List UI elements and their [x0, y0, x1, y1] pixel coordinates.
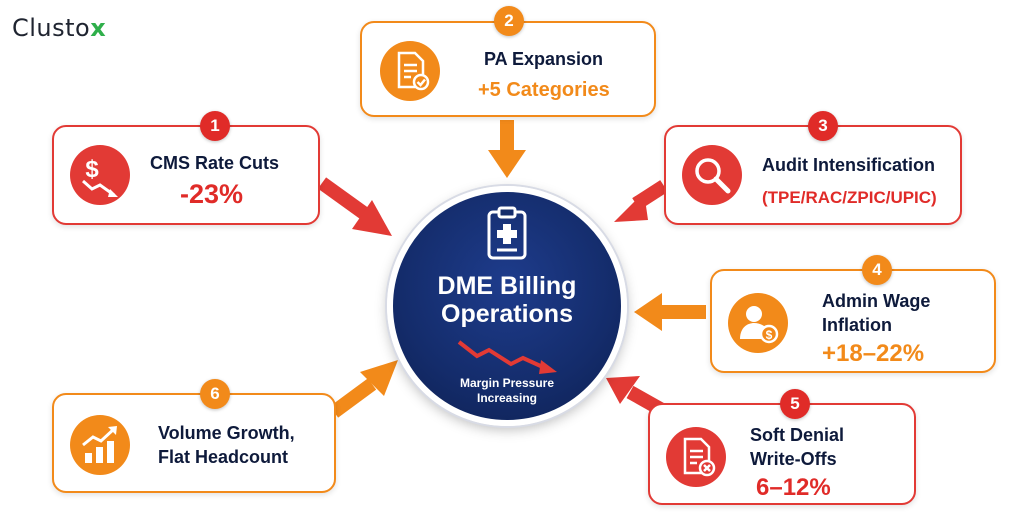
arrow-factor-6	[329, 360, 398, 418]
magnifier-icon	[682, 145, 742, 205]
factor-5-badge: 5	[780, 389, 810, 419]
factor-card-5: Soft Denial Write-Offs 6–12%	[648, 403, 916, 505]
hub-subtitle-line1: Margin Pressure	[459, 376, 555, 390]
factor-4-label-line1: Admin Wage	[822, 291, 931, 311]
factor-5-label-line2: Write-Offs	[750, 449, 837, 469]
factor-6-label-line2: Flat Headcount	[158, 447, 289, 467]
clipboard-medical-icon	[487, 206, 527, 260]
factor-1-value: -23%	[180, 179, 244, 209]
factor-card-1: $ CMS Rate Cuts -23%	[52, 125, 320, 225]
logo-text: Clusto	[12, 14, 91, 42]
arrow-factor-2	[488, 120, 526, 178]
factor-2-badge: 2	[494, 6, 524, 36]
hub-circle: DME Billing Operations Margin Pressure I…	[387, 186, 627, 426]
arrow-factor-4	[634, 293, 706, 331]
svg-text:$: $	[766, 328, 773, 342]
factor-3-value: (TPE/RAC/ZPIC/UPIC)	[762, 188, 937, 207]
factor-6-badge: 6	[200, 379, 230, 409]
factor-card-4: $ Admin Wage Inflation +18–22%	[710, 269, 996, 373]
factor-6-label-line1: Volume Growth,	[158, 423, 295, 443]
factor-1-label: CMS Rate Cuts	[150, 153, 280, 173]
svg-text:$: $	[85, 156, 99, 183]
factor-3-label: Audit Intensification	[762, 155, 935, 175]
brand-logo: Clustox	[12, 14, 106, 42]
arrow-factor-3	[614, 180, 668, 222]
bar-growth-icon	[70, 415, 130, 475]
factor-3-badge: 3	[808, 111, 838, 141]
factor-2-label: PA Expansion	[484, 49, 604, 69]
factor-card-3: Audit Intensification (TPE/RAC/ZPIC/UPIC…	[664, 125, 962, 225]
downtrend-arrow-icon	[457, 340, 557, 374]
factor-card-2: PA Expansion +5 Categories	[360, 21, 656, 117]
factor-2-value: +5 Categories	[478, 79, 610, 101]
factor-4-label-line2: Inflation	[822, 315, 892, 335]
hub-title: DME Billing Operations	[393, 272, 621, 328]
factor-card-6: Volume Growth, Flat Headcount	[52, 393, 336, 493]
hub-title-line2: Operations	[441, 300, 573, 328]
hub-title-line1: DME Billing	[437, 272, 577, 300]
factor-5-value: 6–12%	[756, 474, 831, 501]
logo-mark: x	[90, 14, 107, 42]
dollar-down-trend-icon: $	[70, 145, 130, 205]
factor-4-badge: 4	[862, 255, 892, 285]
hub-subtitle-line2: Increasing	[476, 391, 538, 405]
document-check-icon	[380, 41, 440, 101]
factor-4-value: +18–22%	[822, 340, 925, 367]
factor-1-badge: 1	[200, 111, 230, 141]
hub-subtitle: Margin Pressure Increasing	[393, 376, 621, 406]
document-x-icon	[666, 427, 726, 487]
factor-5-label-line1: Soft Denial	[750, 425, 845, 445]
arrow-factor-1	[317, 177, 392, 236]
person-dollar-icon: $	[728, 293, 788, 353]
